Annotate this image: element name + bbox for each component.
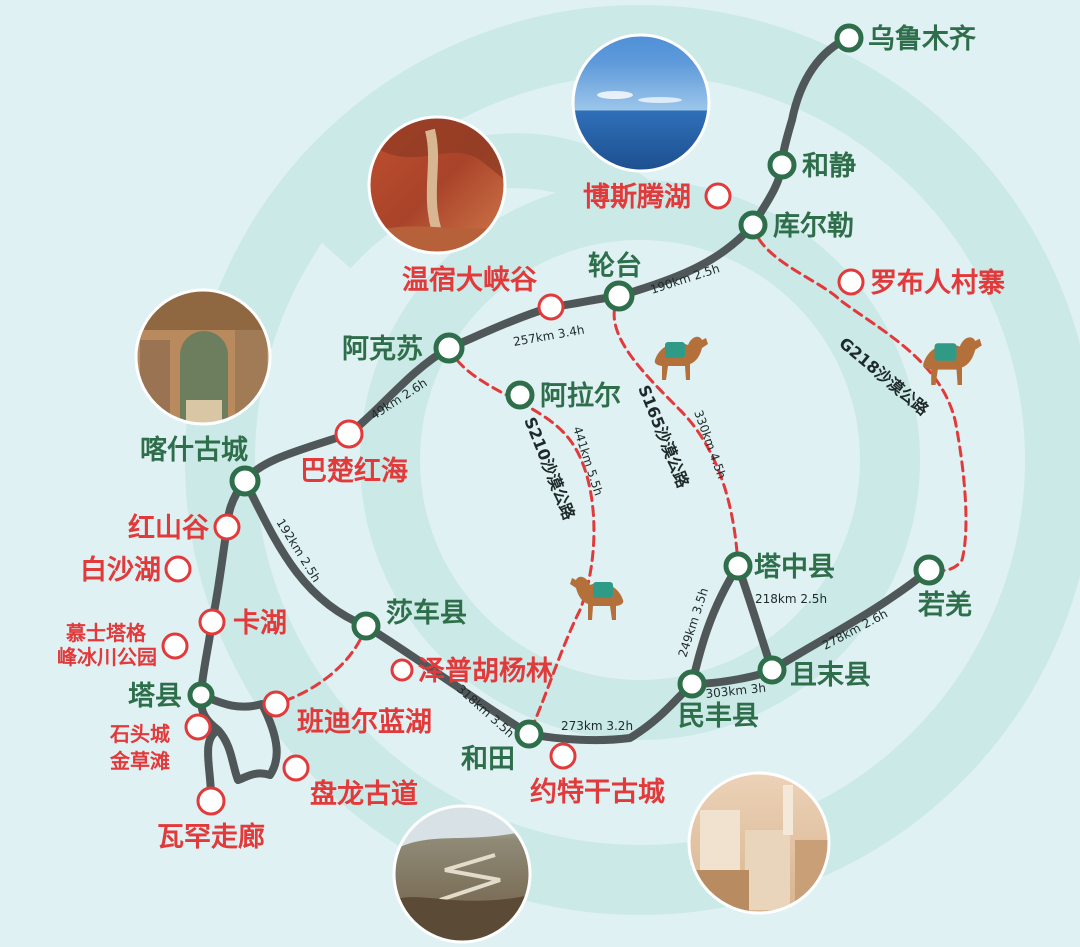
city-node-alar[interactable] <box>505 380 535 410</box>
spot-node-stonecity[interactable] <box>184 713 212 741</box>
city-label-minfeng: 民丰县 <box>678 701 759 732</box>
city-label-hejing: 和静 <box>802 151 856 182</box>
city-node-luntai[interactable] <box>603 280 635 312</box>
spot-node-kahu[interactable] <box>198 608 226 636</box>
photo-panlong-road <box>394 806 530 942</box>
spot-node-lopnur[interactable] <box>837 268 865 296</box>
city-label-shache: 莎车县 <box>386 597 467 629</box>
spot-node-bandier[interactable] <box>262 690 290 718</box>
city-node-hejing[interactable] <box>767 150 797 180</box>
spot-label-wakhan: 瓦罕走廊 <box>157 821 265 853</box>
city-node-urumqi[interactable] <box>834 23 864 53</box>
spot-node-yotkan[interactable] <box>549 742 577 770</box>
city-label-kashgar: 喀什古城 <box>140 435 248 466</box>
city-label-luntai: 轮台 <box>588 250 642 282</box>
city-node-shache[interactable] <box>351 611 381 641</box>
spot-node-panlong[interactable] <box>282 754 310 782</box>
spot-node-hongshan[interactable] <box>213 513 241 541</box>
spot-node-bosten[interactable] <box>704 182 732 210</box>
spot-node-zepu[interactable] <box>390 658 414 682</box>
spot-label-wensu: 温宿大峡谷 <box>402 264 538 296</box>
city-node-korla[interactable] <box>738 210 768 240</box>
spot-node-wensu[interactable] <box>537 293 565 321</box>
spot-label-lopnur: 罗布人村寨 <box>870 267 1005 299</box>
distance-minfeng-qiemo: 303km 3h <box>705 681 767 701</box>
city-label-ruoqiang: 若羌 <box>918 590 972 621</box>
spot-label-bandier: 班迪尔蓝湖 <box>297 707 432 738</box>
spot-label-kahu: 卡湖 <box>233 608 287 639</box>
spot-label-baisha: 白沙湖 <box>80 554 161 586</box>
city-node-qiemo[interactable] <box>757 655 787 685</box>
spot-label-bosten: 博斯腾湖 <box>583 181 691 213</box>
spot-node-bachu[interactable] <box>334 419 364 449</box>
city-label-urumqi: 乌鲁木齐 <box>868 23 977 55</box>
photo-old-town <box>689 773 829 913</box>
city-node-kashgar[interactable] <box>229 465 261 497</box>
spot-label-zepu: 泽普胡杨林 <box>418 655 553 687</box>
city-label-alar: 阿拉尔 <box>540 380 621 412</box>
spot-label-stonecity-line1: 石头城 <box>109 722 170 746</box>
city-label-korla: 库尔勒 <box>773 211 854 242</box>
spot-label-bachu: 巴楚红海 <box>300 455 408 487</box>
spot-label-hongshan: 红山谷 <box>128 512 210 544</box>
spot-label-panlong: 盘龙古道 <box>310 778 418 810</box>
photo-kashgar-old-city <box>136 290 270 424</box>
city-label-hotan: 和田 <box>461 744 515 775</box>
city-label-tazhong: 塔中县 <box>754 552 835 583</box>
city-node-hotan[interactable] <box>514 719 544 749</box>
city-node-tashkurgan[interactable] <box>187 681 215 709</box>
spot-node-baisha[interactable] <box>164 555 192 583</box>
spot-node-muztagh[interactable] <box>161 632 189 660</box>
photo-wensu-canyon <box>369 117 505 253</box>
spot-label-muztagh-line1: 慕士塔格 <box>66 621 147 645</box>
city-node-ruoqiang[interactable] <box>913 554 945 586</box>
spot-label-stonecity-line2: 金草滩 <box>109 749 170 773</box>
city-node-tazhong[interactable] <box>723 551 753 581</box>
distance-tazhong-qiemo: 218km 2.5h <box>755 592 827 606</box>
camel-icon <box>570 576 624 620</box>
camel-icon <box>654 336 708 380</box>
city-label-qiemo: 且末县 <box>790 660 871 691</box>
spot-label-yotkan: 约特干古城 <box>530 777 665 808</box>
spot-node-wakhan[interactable] <box>196 786 226 816</box>
camel-icon <box>923 337 982 385</box>
city-label-tashkurgan: 塔县 <box>128 681 182 712</box>
city-node-aksu[interactable] <box>433 332 465 364</box>
distance-hotan-minfeng: 273km 3.2h <box>561 719 633 733</box>
spot-label-muztagh-line2: 峰冰川公园 <box>57 645 157 669</box>
city-label-aksu: 阿克苏 <box>342 333 423 365</box>
city-node-minfeng[interactable] <box>677 669 707 699</box>
